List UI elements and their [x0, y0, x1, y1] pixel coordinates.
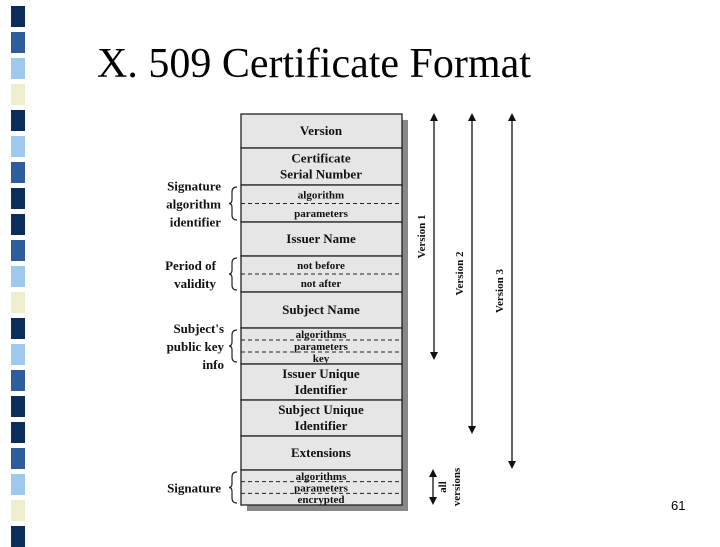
side-label: Signature — [167, 481, 221, 496]
field-label: Extensions — [291, 445, 351, 460]
stripe-square — [11, 240, 25, 261]
subfield-label: not after — [301, 278, 342, 290]
field-label: Version — [300, 123, 343, 138]
field-label: Serial Number — [280, 167, 362, 182]
stripe-square — [11, 344, 25, 365]
stripe-square — [11, 110, 25, 131]
field-box — [240, 435, 403, 471]
field-label: Certificate — [291, 151, 350, 166]
subfield-label: algorithms — [296, 329, 347, 341]
stripe-square — [11, 58, 25, 79]
side-label: Subject's — [173, 321, 224, 336]
stripe-square — [11, 292, 25, 313]
field-box — [240, 363, 403, 401]
page-number: 61 — [671, 498, 686, 513]
subfield-label: encrypted — [297, 494, 344, 506]
subfield-label: not before — [297, 260, 345, 272]
all-versions-label: all — [437, 481, 449, 493]
side-label: identifier — [170, 215, 221, 230]
side-label: validity — [174, 276, 216, 291]
stripe-square — [11, 188, 25, 209]
subfield-label: algorithm — [298, 189, 344, 201]
stripe-square — [11, 84, 25, 105]
field-label: Subject Unique — [278, 402, 364, 417]
field-label: Issuer Name — [286, 231, 356, 246]
field-label: Issuer Unique — [282, 366, 360, 381]
slide-title: X. 509 Certificate Format — [97, 41, 531, 87]
field-label: Subject Name — [282, 302, 360, 317]
field-label: Identifier — [295, 418, 348, 433]
field-box — [240, 399, 403, 437]
stripe-square — [11, 136, 25, 157]
stripe-square — [11, 422, 25, 443]
curly-brace — [228, 471, 238, 504]
version-label: Version 1 — [416, 215, 428, 259]
version-label: Version 2 — [454, 251, 466, 295]
stripe-square — [11, 6, 25, 27]
stripe-square — [11, 448, 25, 469]
curly-brace — [228, 186, 238, 221]
side-label: public key — [167, 339, 225, 354]
stripe-square — [11, 396, 25, 417]
field-box — [240, 469, 403, 506]
field-box — [240, 221, 403, 257]
field-box — [240, 147, 403, 186]
stripe-square — [11, 318, 25, 339]
stripe-square — [11, 162, 25, 183]
curly-brace — [228, 257, 238, 291]
stripe-square — [11, 266, 25, 287]
subfield-label: parameters — [294, 208, 348, 220]
all-versions-label: versions — [451, 467, 463, 506]
stripe-square — [11, 370, 25, 391]
stripe-square — [11, 474, 25, 495]
side-label: Period of — [165, 258, 217, 273]
version-label: Version 3 — [494, 269, 506, 313]
subfield-label: key — [313, 353, 330, 365]
side-label: info — [202, 357, 224, 372]
stripe-square — [11, 32, 25, 53]
curly-brace — [228, 329, 238, 363]
stripe-square — [11, 214, 25, 235]
decorative-stripe — [0, 0, 36, 547]
field-label: Identifier — [295, 382, 348, 397]
subfield-label: parameters — [294, 341, 348, 353]
subfield-label: algorithms — [296, 471, 347, 483]
subfield-label: parameters — [294, 483, 348, 495]
side-label: algorithm — [166, 197, 221, 212]
stripe-square — [11, 500, 25, 521]
side-label: Signature — [167, 179, 221, 194]
